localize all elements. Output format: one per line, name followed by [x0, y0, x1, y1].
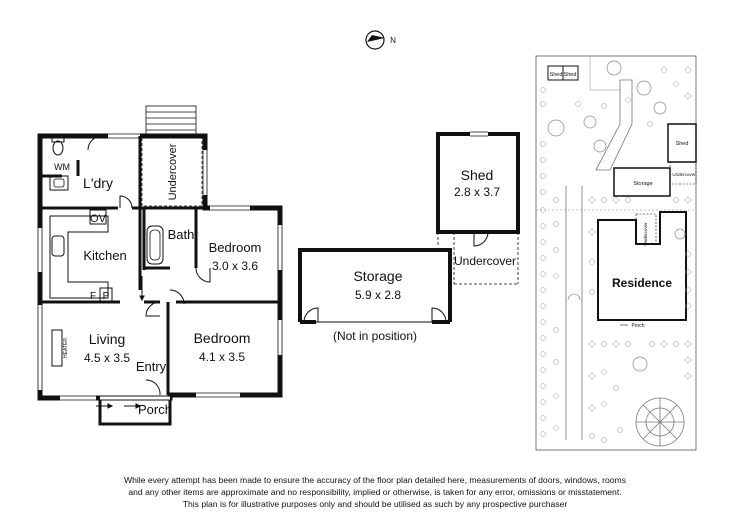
- undercover-outline: [141, 135, 203, 207]
- shed-plan: [436, 131, 520, 285]
- house-plan: [37, 105, 283, 426]
- storage-note: (Not in position): [333, 329, 417, 343]
- door-swings: [87, 135, 211, 396]
- disclaimer: While every attempt has been made to ens…: [0, 474, 750, 510]
- window-lines: [37, 133, 283, 401]
- site-plan: Shed Shed Shed Storage Undercover Underc…: [535, 55, 697, 451]
- interior-walls: [40, 136, 280, 395]
- driveway: [565, 186, 583, 440]
- bedroom2-size: 4.1 x 3.5: [199, 350, 245, 364]
- north-arrow-icon: [367, 35, 385, 42]
- pantry-label: P: [103, 291, 110, 302]
- porch-arrows: [96, 403, 142, 409]
- porch-label: Porch: [138, 402, 172, 417]
- heater-unit: [51, 329, 63, 367]
- bedroom1-label: Bedroom: [209, 240, 262, 255]
- heater-label: HEATER: [63, 338, 69, 358]
- bedroom2-label: Bedroom: [194, 330, 251, 346]
- disclaimer-line-1: While every attempt has been made to ens…: [123, 475, 627, 485]
- bathtub: [146, 225, 164, 265]
- disclaimer-line-2: and any other items are approximate and …: [128, 487, 622, 497]
- site-residence-undercover: [635, 213, 657, 245]
- shed-size: 2.8 x 3.7: [454, 185, 500, 199]
- entry-label: Entry: [136, 359, 167, 374]
- wm-label: WM: [54, 162, 70, 172]
- compass: N: [365, 30, 396, 50]
- site-path: [595, 79, 633, 171]
- storage-labels: Storage 5.9 x 2.8 (Not in position): [333, 268, 417, 343]
- site-residence-undercover-label: Undercover: [643, 222, 648, 246]
- toilet-icon: [52, 140, 64, 156]
- site-undercover: [669, 161, 697, 185]
- undercover-label: Undercover: [167, 143, 179, 200]
- site-undercover-label: Undercover: [672, 172, 696, 177]
- site-shed-label-1: Shed: [550, 72, 563, 78]
- shed-label: Shed: [461, 167, 494, 183]
- ov-box: [89, 209, 107, 225]
- site-tree-large: [635, 397, 685, 447]
- disclaimer-line-3: This plan is for illustrative purposes o…: [182, 499, 568, 509]
- site-residence: [597, 211, 687, 321]
- site-trees: [547, 60, 686, 372]
- living-label: Living: [89, 331, 126, 347]
- bathtub-inner: [149, 229, 161, 261]
- bedroom1-size: 3.0 x 3.6: [212, 259, 258, 273]
- bath-label: Bath: [168, 227, 195, 242]
- shed-labels: Shed 2.8 x 3.7 Undercover: [454, 167, 516, 268]
- fridge-label: F: [90, 291, 96, 302]
- shed-outline: [436, 132, 520, 234]
- living-size: 4.5 x 3.5: [84, 351, 130, 365]
- storage-plan: [298, 248, 452, 325]
- site-shed-label-2: Shed: [564, 72, 577, 78]
- kitchen-label: Kitchen: [83, 248, 126, 263]
- kitchen-sink: [51, 235, 65, 257]
- kitchen-bench: [49, 215, 109, 299]
- site-storage: [613, 167, 671, 197]
- compass-ring: [365, 30, 385, 50]
- site-porch-label: Porch: [631, 323, 644, 329]
- site-shed-label-3: Shed: [676, 141, 689, 147]
- rear-steps: [145, 105, 197, 135]
- window-gaps: [37, 133, 283, 401]
- storage-label: Storage: [353, 268, 402, 284]
- laundry-label: L'dry: [83, 175, 113, 191]
- oven-label: OV: [90, 213, 107, 225]
- site-residence-label: Residence: [612, 276, 672, 290]
- site-shrubs: [540, 67, 691, 443]
- compass-label: N: [390, 36, 396, 45]
- shed-door: [473, 231, 489, 247]
- pantry-box: [99, 287, 113, 302]
- house-labels: WM L'dry Undercover OV Kitchen Bath Bedr…: [54, 143, 261, 417]
- site-storage-label: Storage: [633, 181, 652, 187]
- storage-door-left: [303, 307, 319, 323]
- toilet-cistern: [51, 137, 65, 143]
- storage-size: 5.9 x 2.8: [355, 288, 401, 302]
- laundry-tub: [49, 175, 69, 191]
- laundry-tub-basin: [53, 178, 65, 188]
- storage-outline: [298, 248, 452, 322]
- shed-undercover-label: Undercover: [454, 254, 516, 268]
- site-boundary: [535, 55, 697, 451]
- storage-door-right: [431, 307, 447, 323]
- site-gate: [567, 293, 581, 301]
